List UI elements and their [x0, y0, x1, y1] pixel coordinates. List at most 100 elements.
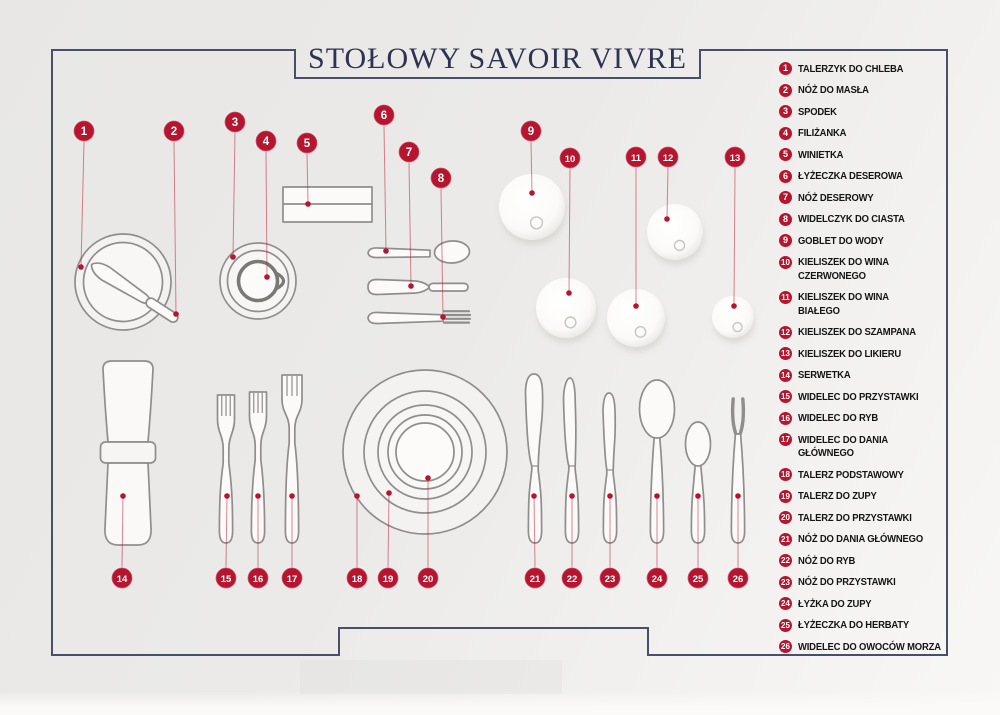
marker-circle — [223, 110, 247, 134]
marker-number: 4 — [263, 136, 270, 148]
legend-number-badge: 21 — [779, 532, 792, 546]
marker-number: 2 — [171, 126, 177, 138]
marker-circle — [214, 566, 238, 590]
marker-number: 22 — [567, 574, 578, 585]
marker-number: 14 — [117, 574, 128, 585]
marker-circle — [598, 566, 622, 590]
frame-border — [51, 49, 948, 656]
page-title: STOŁOWY SAVOIR VIVRE — [308, 42, 687, 75]
marker-number: 15 — [221, 574, 232, 585]
leader-line — [80, 141, 85, 268]
bottom-light-band — [0, 691, 1000, 715]
legend-item-21: 21 NÓŻ DO DANIA GŁÓWNEGO — [779, 532, 961, 547]
legend-number-badge: 20 — [779, 511, 792, 524]
legend-number-badge: 12 — [779, 325, 792, 339]
marker-dot — [664, 216, 670, 222]
marker-number: 18 — [352, 574, 363, 585]
marker-4: 4 — [254, 129, 278, 280]
leader-line — [408, 162, 412, 287]
marker-dot — [633, 303, 639, 309]
legend-label: NÓŻ DO PRZYSTAWKI — [798, 576, 896, 588]
marker-dot — [425, 475, 431, 481]
marker-dot — [531, 493, 537, 499]
marker-23: 23 — [598, 493, 622, 590]
legend-label: KIELISZEK DO WINA CZERWONEGO — [798, 256, 889, 282]
marker-24: 24 — [645, 493, 669, 590]
leader-line — [530, 141, 533, 194]
marker-circle — [280, 566, 304, 590]
marker-circle — [726, 566, 750, 590]
legend-item-19: 19 TALERZ DO ZUPY — [779, 489, 961, 504]
bottom-shade — [300, 660, 562, 694]
marker-number: 26 — [733, 574, 744, 585]
legend-label: NÓŻ DO DANIA GŁÓWNEGO — [798, 533, 924, 545]
marker-8: 8 — [429, 166, 453, 320]
leader-line — [173, 141, 177, 315]
cake-fork — [367, 310, 472, 325]
leader-line — [440, 188, 444, 318]
marker-1: 1 — [72, 119, 96, 270]
marker-circle — [246, 566, 270, 590]
legend-number-badge: 19 — [779, 489, 792, 503]
marker-circle — [416, 566, 440, 590]
marker-dot — [173, 311, 179, 317]
leader-line — [733, 167, 736, 307]
leader-line — [383, 125, 387, 252]
marker-circle — [429, 166, 453, 190]
marker-16: 16 — [246, 493, 270, 590]
liqueur-glass — [712, 296, 755, 343]
marker-number: 17 — [287, 574, 298, 585]
marker-20: 20 — [416, 475, 440, 590]
butter-knife — [90, 262, 179, 323]
appetizer-fork — [216, 394, 236, 544]
marker-circle — [686, 566, 710, 590]
legend-number-badge: 14 — [779, 368, 792, 382]
marker-25: 25 — [686, 493, 710, 590]
marker-11: 11 — [624, 145, 648, 309]
marker-number: 9 — [528, 126, 534, 138]
marker-circle — [372, 103, 396, 127]
legend-number-badge: 13 — [779, 347, 792, 360]
marker-number: 10 — [565, 154, 576, 165]
fish-knife — [562, 377, 580, 544]
legend-label: KIELISZEK DO SZAMPANA — [798, 326, 916, 338]
marker-circle — [72, 119, 96, 143]
marker-number: 1 — [81, 126, 88, 138]
marker-circle — [523, 566, 547, 590]
marker-2: 2 — [162, 119, 186, 317]
marker-number: 25 — [693, 574, 704, 585]
marker-circle — [656, 145, 680, 169]
legend-label: GOBLET DO WODY — [798, 234, 884, 247]
marker-circle — [645, 566, 669, 590]
marker-number: 24 — [652, 574, 663, 585]
legend-label: TALERZ DO ZUPY — [798, 490, 877, 502]
leader-line — [225, 495, 228, 568]
legend-number-badge: 7 — [779, 191, 792, 204]
marker-dot — [695, 493, 701, 499]
legend-label: ŁYŻECZKA DESEROWA — [798, 170, 903, 182]
marker-circle — [295, 131, 319, 155]
legend-number-badge: 11 — [779, 290, 792, 304]
marker-number: 20 — [423, 574, 434, 585]
marker-14: 14 — [110, 493, 134, 590]
legend-number-badge: 4 — [779, 126, 792, 140]
legend-number-badge: 18 — [779, 468, 792, 481]
marker-dot — [569, 493, 575, 499]
tea-spoon — [684, 421, 712, 544]
legend-item-12: 12 KIELISZEK DO SZAMPANA — [779, 325, 961, 340]
legend-label: NÓŻ DO RYB — [798, 554, 856, 567]
leader-line — [265, 151, 268, 278]
